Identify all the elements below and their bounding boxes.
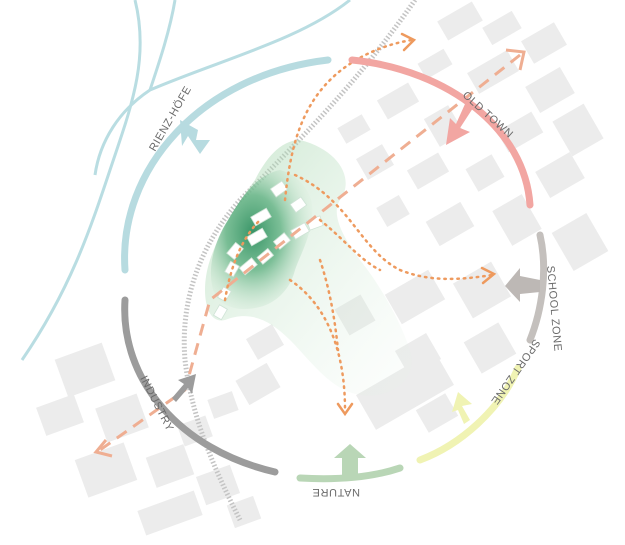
arc-old-town <box>348 56 534 209</box>
dashed-connection <box>99 53 521 452</box>
zone-arrows <box>172 104 540 478</box>
dashed-arrowheads <box>93 48 526 458</box>
dotted-arrowheads <box>336 32 497 417</box>
arc-industry <box>121 296 279 476</box>
arrow-industry <box>172 374 196 402</box>
arrow-old-town <box>446 104 473 145</box>
arrow-sport-zone <box>452 392 472 424</box>
arrow-school-zone <box>505 268 540 302</box>
label-nature: NATURE <box>312 486 360 498</box>
arc-school-zone <box>526 231 548 344</box>
arc-rienz-hoefe <box>121 56 332 274</box>
zone-arcs <box>121 56 548 483</box>
river <box>20 0 351 361</box>
label-school-zone: SCHOOL ZONE <box>544 265 563 352</box>
arrow-rienz-hoefe <box>180 120 210 154</box>
arc-sport-zone <box>416 364 522 464</box>
dotted-paths <box>223 38 494 412</box>
arrow-nature <box>334 444 366 478</box>
